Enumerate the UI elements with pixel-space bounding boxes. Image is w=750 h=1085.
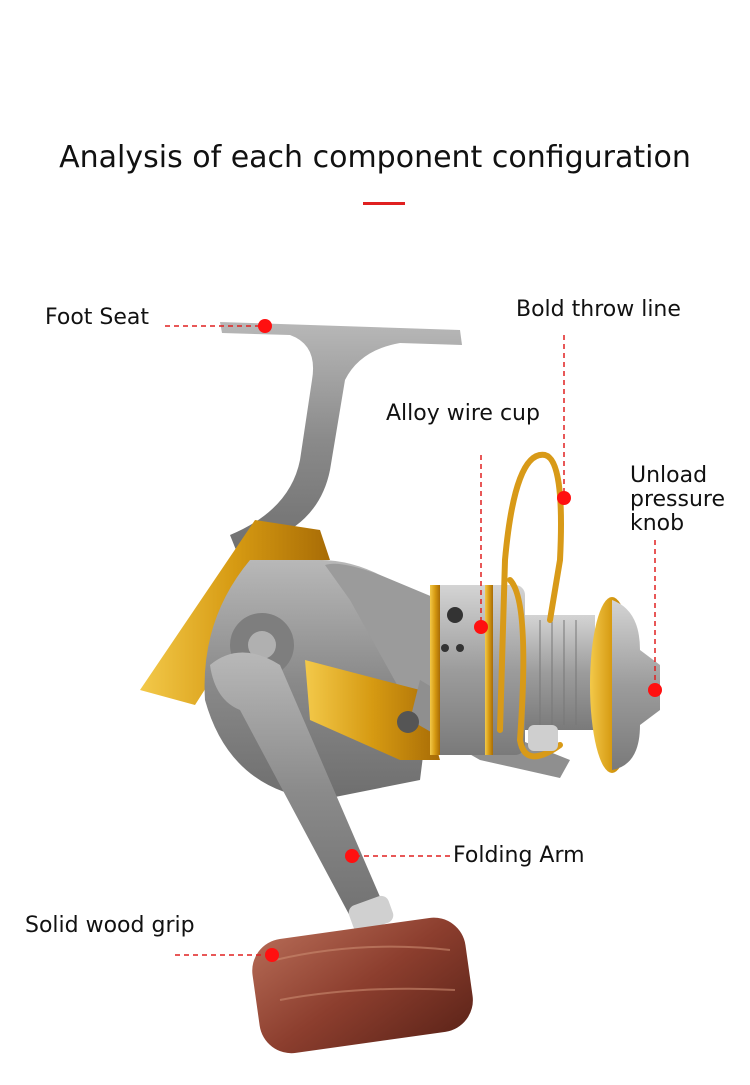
foot-seat [220, 322, 462, 560]
label-foot-seat: Foot Seat [45, 305, 150, 330]
label-unload-knob-line1: Unload [630, 463, 708, 488]
title-underline [363, 202, 405, 205]
bold-throw-line [497, 451, 564, 760]
callout-lines [165, 325, 656, 956]
label-bold-throw-line: Bold throw line [516, 297, 681, 322]
label-wood-grip: Solid wood grip [25, 913, 195, 938]
label-unload-knob-line2: pressure [630, 487, 726, 512]
page-title: Analysis of each component configuration [59, 140, 691, 175]
callout-dots [258, 319, 662, 962]
label-alloy-wire-cup: Alloy wire cup [386, 401, 540, 426]
line-roller [528, 725, 558, 751]
label-folding-arm: Folding Arm [453, 843, 585, 868]
folding-arm [210, 652, 394, 935]
label-unload-knob-line3: knob [630, 511, 685, 536]
solid-wood-grip [252, 917, 473, 1054]
